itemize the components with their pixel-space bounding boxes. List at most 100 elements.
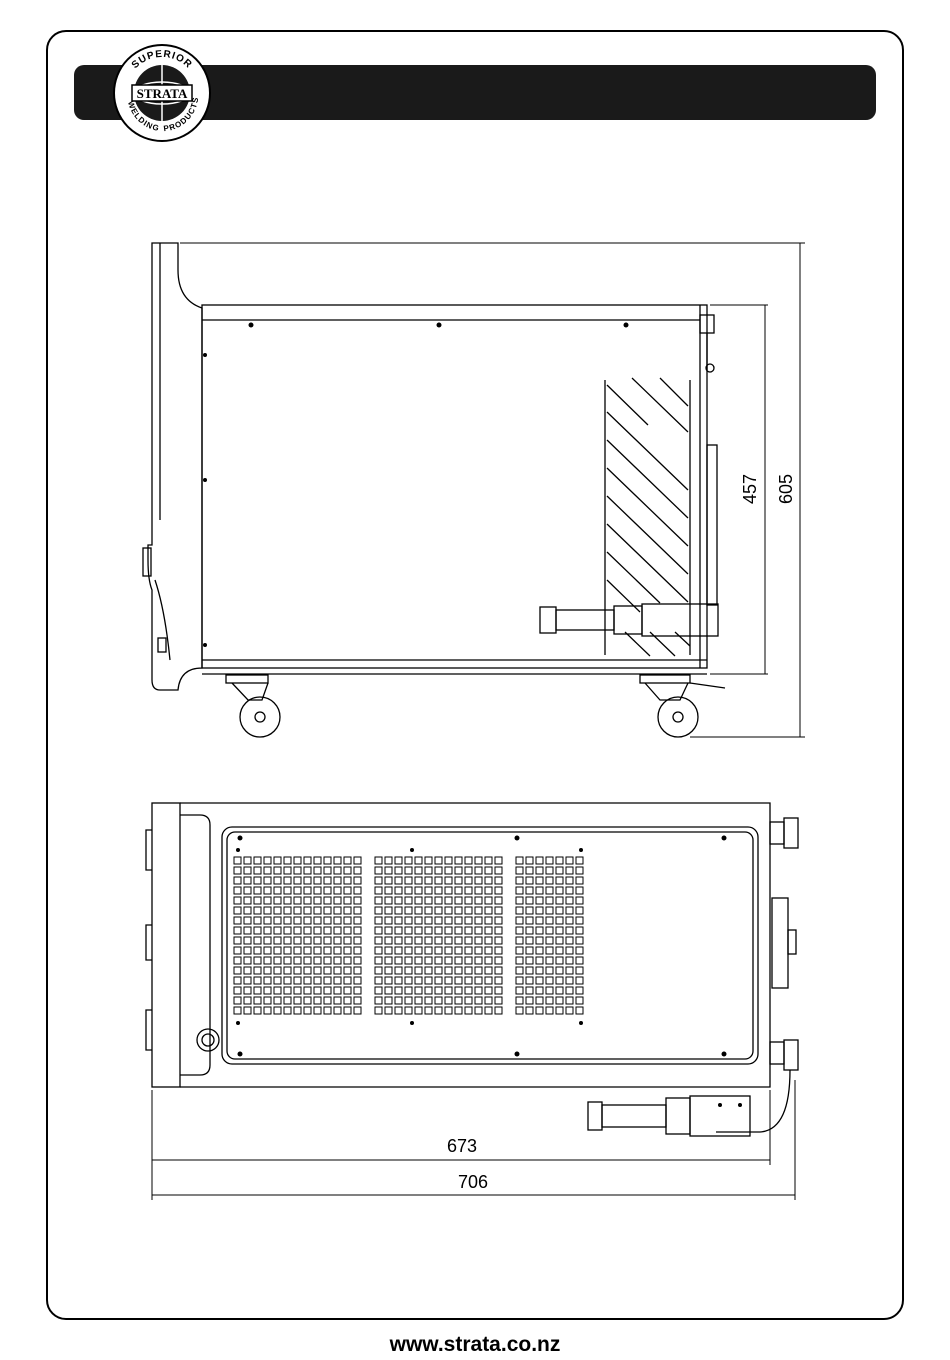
grille-cell — [536, 857, 543, 864]
grille-cell — [314, 907, 321, 914]
grille-cell — [234, 997, 241, 1004]
grille-cell — [354, 997, 361, 1004]
grille-cell — [234, 927, 241, 934]
grille-cell — [576, 917, 583, 924]
grille-cell — [334, 857, 341, 864]
grille-cell — [546, 987, 553, 994]
grille-cell — [475, 927, 482, 934]
grille-cell — [556, 987, 563, 994]
grille-cell — [294, 937, 301, 944]
grille-cell — [395, 957, 402, 964]
grille-cell — [284, 947, 291, 954]
grille-cell — [234, 1007, 241, 1014]
grille-cell — [465, 997, 472, 1004]
grille-cell — [526, 957, 533, 964]
grille-cell — [425, 867, 432, 874]
grille-cell — [566, 957, 573, 964]
grille-cell — [324, 1007, 331, 1014]
grille-cell — [425, 897, 432, 904]
grille-cell — [375, 997, 382, 1004]
grille-cell — [395, 917, 402, 924]
grille-cell — [516, 877, 523, 884]
grille-cell — [284, 927, 291, 934]
grille-cell — [314, 937, 321, 944]
grille-cell — [294, 927, 301, 934]
grille-cell — [395, 947, 402, 954]
grille-cell — [526, 917, 533, 924]
grille-cell — [274, 1007, 281, 1014]
dim-inner-width: 673 — [447, 1136, 477, 1156]
grille-cell — [526, 927, 533, 934]
grille-cell — [274, 987, 281, 994]
grille-cell — [344, 877, 351, 884]
grille-cell — [485, 857, 492, 864]
grille-cell — [425, 917, 432, 924]
grille-cell — [354, 877, 361, 884]
grille-cell — [274, 937, 281, 944]
grille-cell — [314, 947, 321, 954]
grille-cell — [254, 967, 261, 974]
grille-cell — [435, 947, 442, 954]
grille-cell — [324, 967, 331, 974]
grille-cell — [495, 897, 502, 904]
grille-cell — [566, 877, 573, 884]
grille-cell — [324, 937, 331, 944]
grille-cell — [324, 917, 331, 924]
grille-cell — [405, 907, 412, 914]
grille-cell — [324, 887, 331, 894]
grille-cell — [254, 897, 261, 904]
grille-cell — [344, 977, 351, 984]
grille-cell — [546, 977, 553, 984]
footer-url[interactable]: www.strata.co.nz — [0, 1333, 950, 1357]
grille-cell — [324, 857, 331, 864]
grille-cell — [354, 967, 361, 974]
grille-cell — [445, 877, 452, 884]
grille-cell — [475, 937, 482, 944]
grille-cell — [445, 857, 452, 864]
grille-cell — [516, 937, 523, 944]
grille-cell — [284, 977, 291, 984]
grille-cell — [465, 897, 472, 904]
grille-cell — [485, 1007, 492, 1014]
grille-cell — [536, 977, 543, 984]
grille-cell — [445, 977, 452, 984]
grille-cell — [385, 967, 392, 974]
grille-cell — [566, 897, 573, 904]
grille-cell — [294, 957, 301, 964]
grille-cell — [576, 1007, 583, 1014]
grille-cell — [445, 897, 452, 904]
grille-cell — [516, 997, 523, 1004]
side-castor-rear — [640, 675, 725, 737]
grille-cell — [576, 907, 583, 914]
grille-cell — [465, 877, 472, 884]
grille-cell — [244, 867, 251, 874]
grille-cell — [455, 857, 462, 864]
grille-cell — [566, 1007, 573, 1014]
grille-cell — [304, 957, 311, 964]
grille-cell — [485, 977, 492, 984]
grille-cell — [516, 867, 523, 874]
grille-cell — [516, 957, 523, 964]
grille-cell — [314, 977, 321, 984]
grille-cell — [385, 957, 392, 964]
grille-cell — [344, 897, 351, 904]
grille-cell — [425, 997, 432, 1004]
grille-cell — [556, 947, 563, 954]
grille-cell — [546, 857, 553, 864]
grille-cell — [334, 957, 341, 964]
grille-cell — [375, 947, 382, 954]
grille-cell — [405, 937, 412, 944]
grille-cell — [264, 897, 271, 904]
grille-cell — [576, 997, 583, 1004]
grille-cell — [536, 947, 543, 954]
grille-cell — [264, 967, 271, 974]
grille-cell — [304, 977, 311, 984]
grille-cell — [536, 957, 543, 964]
grille-cell — [566, 907, 573, 914]
grille-cell — [475, 1007, 482, 1014]
grille-cell — [324, 877, 331, 884]
grille-cell — [284, 957, 291, 964]
grille-cell — [516, 1007, 523, 1014]
grille-cell — [526, 867, 533, 874]
grille-cell — [425, 887, 432, 894]
